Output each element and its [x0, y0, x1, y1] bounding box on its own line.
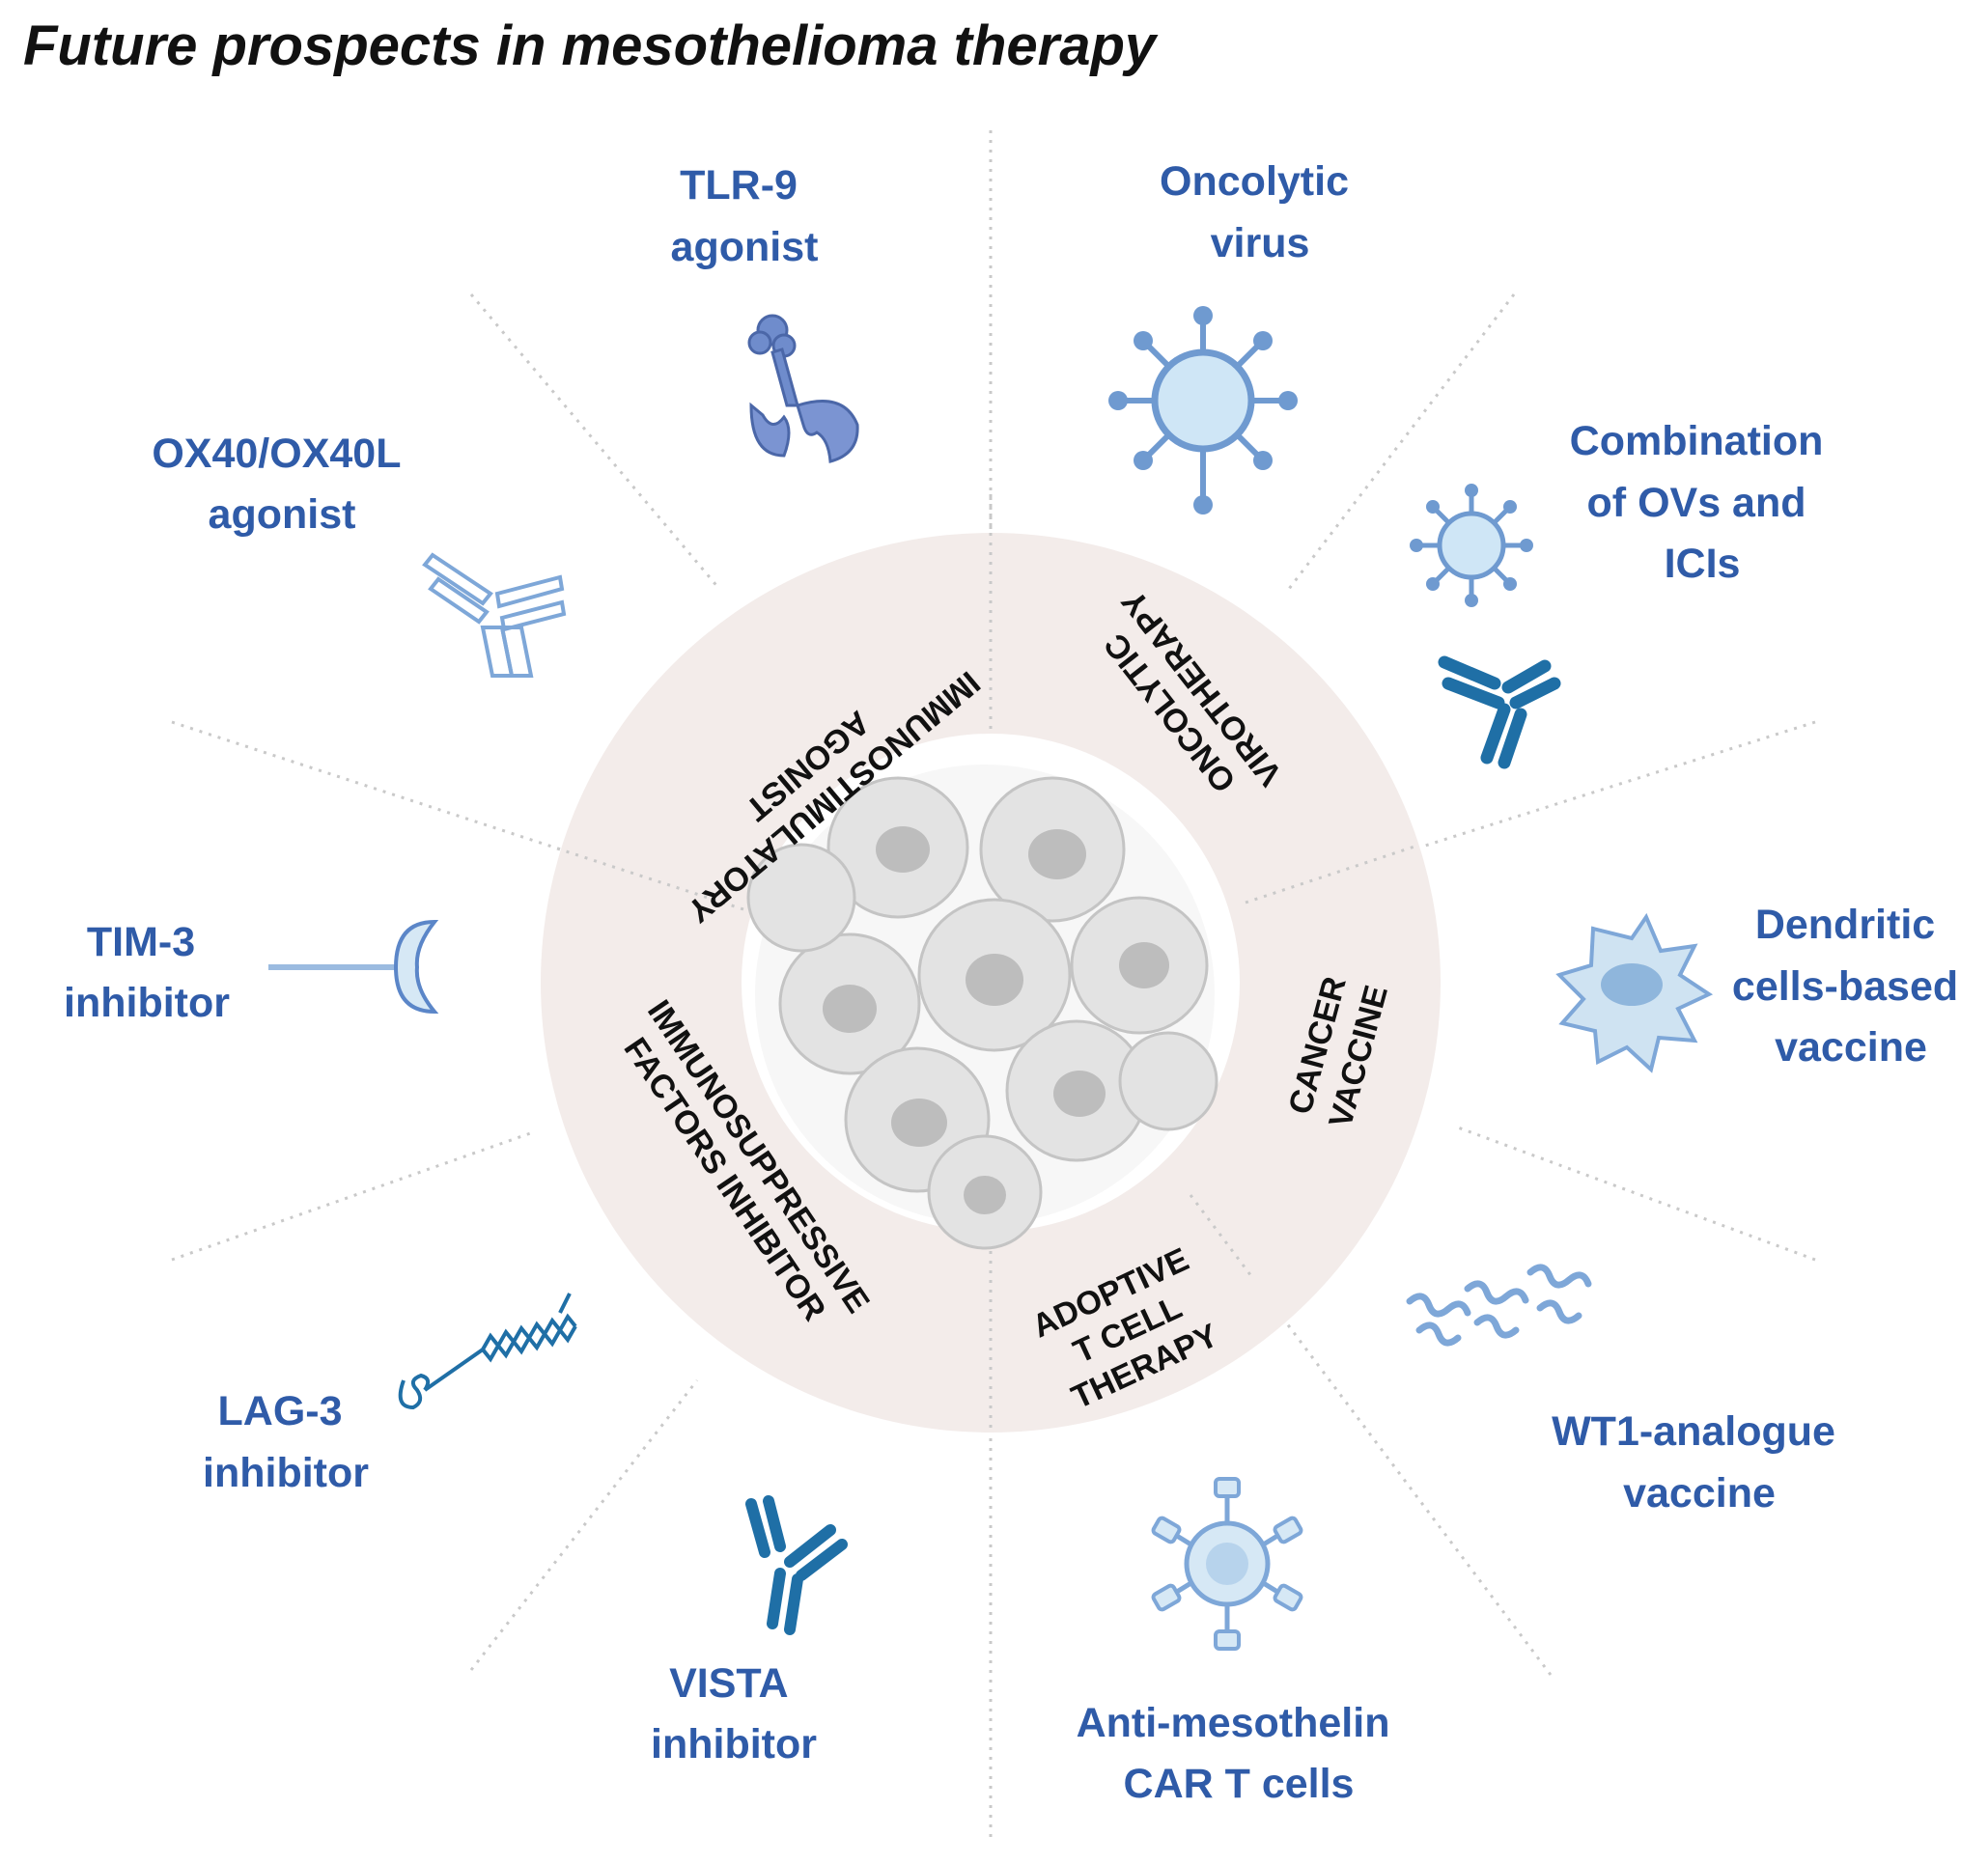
separator-line [171, 720, 744, 911]
page-title: Future prospects in mesothelioma therapy [23, 14, 1159, 77]
label-tim3: TIM-3 inhibitor [64, 919, 230, 1026]
label-dendritic: Dendritic cells-based vaccine [1732, 902, 1970, 1071]
separator-line [171, 1129, 537, 1262]
ring-divider [1189, 1194, 1253, 1277]
virus-icon [1108, 306, 1298, 515]
label-wt1: WT1-analogue vaccine [1552, 1408, 1847, 1516]
label-tlr9: TLR-9 agonist [671, 162, 819, 270]
label-oncolytic-virus: Oncolytic virus [1160, 158, 1360, 266]
dendritic-cell-icon [1555, 912, 1714, 1073]
label-car-t: Anti-mesothelin CAR T cells [1077, 1700, 1402, 1807]
peptide-icon [1406, 1264, 1592, 1347]
separator-line [1189, 1194, 1553, 1676]
car-t-cell-icon [1151, 1477, 1303, 1651]
receptor-icon [747, 314, 859, 463]
separator-line [469, 1379, 699, 1671]
separator-line [1457, 1126, 1816, 1262]
separator-line [1287, 293, 1516, 590]
ring-divider [1245, 844, 1418, 904]
protein-chain-icon [398, 1293, 577, 1410]
separator-line [469, 293, 721, 590]
label-lag3: LAG-3 inhibitor [203, 1388, 369, 1496]
antibody-icon [745, 1495, 848, 1635]
virus-antibody-icon [1410, 484, 1561, 769]
label-ox40: OX40/OX40L agonist [152, 431, 411, 538]
label-vista: VISTA inhibitor [651, 1660, 817, 1767]
label-combination: Combination of OVs and ICIs [1570, 418, 1835, 587]
tumor-cells-icon [746, 765, 1218, 1250]
inhibitor-receptor-icon [268, 919, 439, 1015]
antibody-icon [422, 552, 567, 678]
